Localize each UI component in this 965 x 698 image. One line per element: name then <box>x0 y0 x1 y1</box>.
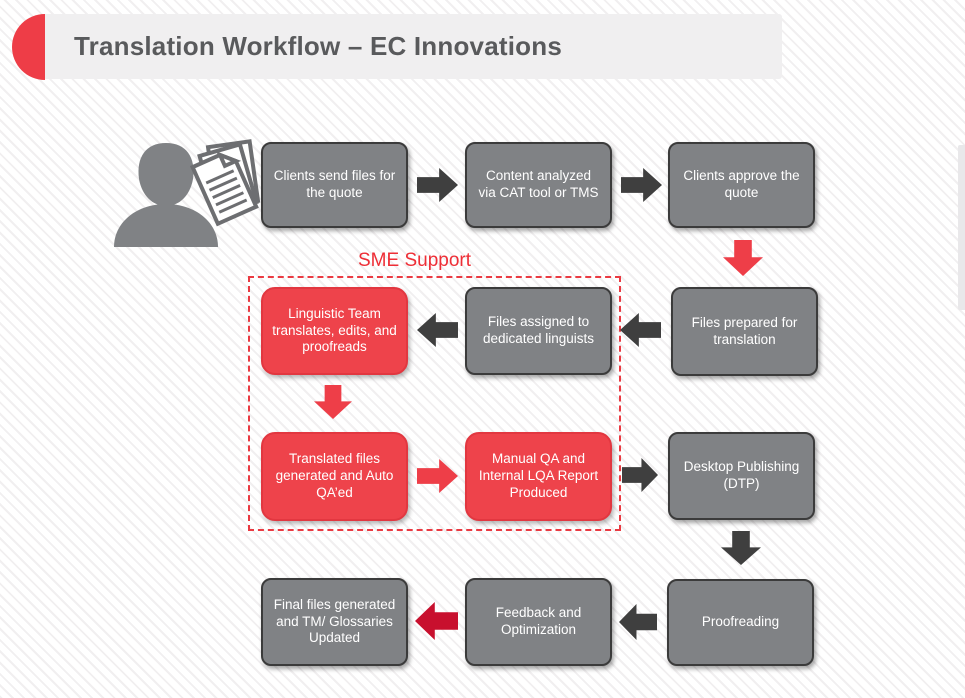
node-label: Translated files generated and Auto QA’e… <box>275 451 394 500</box>
node-final-files: Final files generated and TM/ Glossaries… <box>261 578 408 666</box>
node-content-analyzed: Content analyzed via CAT tool or TMS <box>465 142 612 228</box>
node-label: Files assigned to dedicated linguists <box>482 314 595 346</box>
arrow-approve-down <box>723 240 763 276</box>
sme-group-label: SME Support <box>358 250 471 271</box>
arrow-feedback-to-final <box>415 602 458 640</box>
node-feedback-optimization: Feedback and Optimization <box>465 578 612 666</box>
node-label: Clients send files for the quote <box>273 168 396 200</box>
node-label: Manual QA and Internal LQA Report Produc… <box>478 451 599 500</box>
node-translated-files: Translated files generated and Auto QA’e… <box>261 432 408 521</box>
title-accent-shape <box>12 14 45 80</box>
node-linguistic-team: Linguistic Team translates, edits, and p… <box>261 287 408 375</box>
node-label: Feedback and Optimization <box>495 605 582 637</box>
right-edge-shape <box>958 145 965 310</box>
node-label: Linguistic Team translates, edits, and p… <box>272 305 397 355</box>
node-proofreading: Proofreading <box>667 579 814 666</box>
node-desktop-publishing: Desktop Publishing (DTP) <box>668 432 815 520</box>
arrow-manualqa-to-dtp <box>622 458 658 492</box>
documents-icon <box>189 139 261 227</box>
title-banner <box>40 14 782 79</box>
node-label: Desktop Publishing (DTP) <box>683 459 800 491</box>
node-label: Files prepared for translation <box>691 314 798 347</box>
arrow-prepared-to-assigned <box>620 313 661 347</box>
arrow-dtp-down <box>721 531 761 565</box>
node-label: Proofreading <box>701 614 780 630</box>
node-label: Content analyzed via CAT tool or TMS <box>478 168 599 200</box>
node-clients-approve: Clients approve the quote <box>668 142 815 228</box>
node-label: Clients approve the quote <box>683 168 800 200</box>
arrow-proofreading-to-feedback <box>619 604 657 640</box>
person-icon <box>114 143 218 247</box>
node-files-assigned: Files assigned to dedicated linguists <box>465 287 612 375</box>
sme-group-box <box>248 276 621 531</box>
node-clients-send-files: Clients send files for the quote <box>261 142 408 228</box>
arrow-content-to-approve <box>621 168 662 202</box>
page-title: Translation Workflow – EC Innovations <box>74 31 562 61</box>
node-manual-qa: Manual QA and Internal LQA Report Produc… <box>465 432 612 521</box>
node-label: Final files generated and TM/ Glossaries… <box>273 596 396 646</box>
arrow-clients-to-content <box>417 168 458 202</box>
node-files-prepared: Files prepared for translation <box>671 287 818 376</box>
